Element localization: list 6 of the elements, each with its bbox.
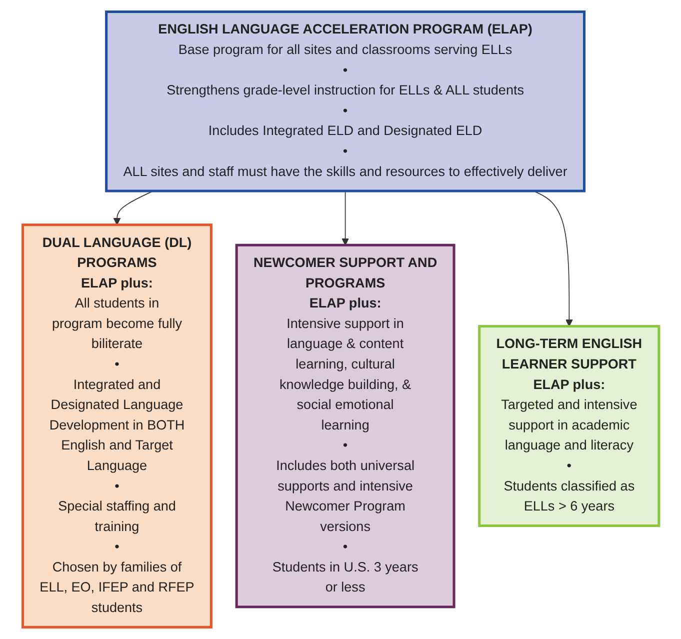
arrow [341, 190, 349, 246]
node-box [21, 224, 212, 628]
node-box [478, 324, 660, 528]
node-box [104, 10, 586, 192]
arrow [112, 190, 154, 226]
node-box [234, 244, 455, 608]
